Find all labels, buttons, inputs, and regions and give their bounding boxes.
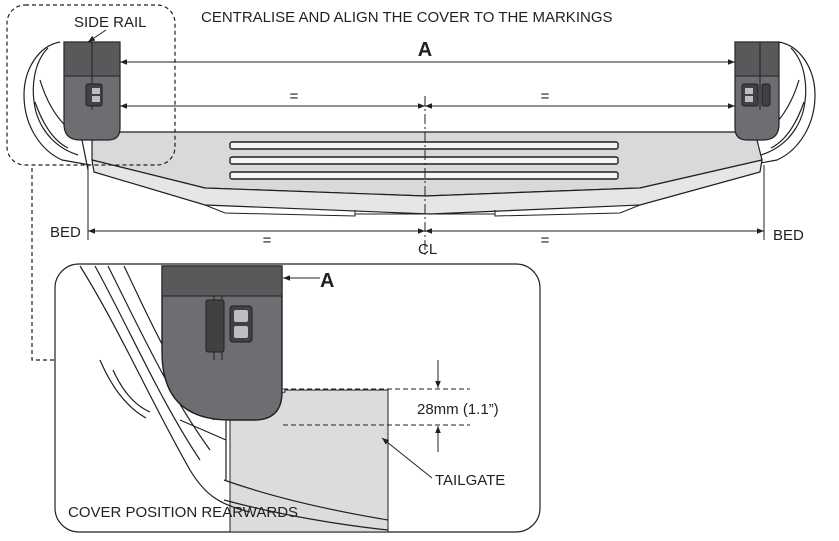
detail-inset: A 28mm (1.1”) TAILGATE COVER POSITION RE… <box>54 263 541 533</box>
equal-mark-left-bed: = <box>263 232 272 249</box>
detail-side-rail <box>161 265 283 421</box>
side-rail-callout: SIDE RAIL <box>6 4 176 361</box>
tailgate-label: TAILGATE <box>435 472 505 489</box>
truck-bed-overview: A = = = = BED BED CL SIDE RAIL <box>6 4 816 361</box>
equal-mark-left-rail: = <box>290 88 299 105</box>
left-side-rail <box>63 41 121 141</box>
left-bed-outline <box>23 41 91 171</box>
rail-equal-dimensions: = = <box>120 88 735 109</box>
dimension-a-label: A <box>418 39 432 61</box>
gap-measurement: 28mm (1.1”) <box>283 360 499 452</box>
tailgate-ribs <box>229 141 619 180</box>
side-rail-label: SIDE RAIL <box>74 14 147 31</box>
bed-dimension: = = BED BED CL <box>50 165 804 258</box>
instruction-title: CENTRALISE AND ALIGN THE COVER TO THE MA… <box>201 9 613 26</box>
centerline-symbol: CL <box>418 241 437 258</box>
equal-mark-right-rail: = <box>541 88 550 105</box>
equal-mark-right-bed: = <box>541 232 550 249</box>
bed-label-right: BED <box>773 227 804 244</box>
detail-dimension-a-label: A <box>320 270 334 292</box>
cover-body <box>91 131 763 217</box>
bed-label-left: BED <box>50 224 81 241</box>
right-side-rail <box>734 41 780 141</box>
detail-caption: COVER POSITION REARWARDS <box>68 504 298 521</box>
gap-measurement-label: 28mm (1.1”) <box>417 401 499 418</box>
dimension-a-top: A <box>120 39 735 65</box>
